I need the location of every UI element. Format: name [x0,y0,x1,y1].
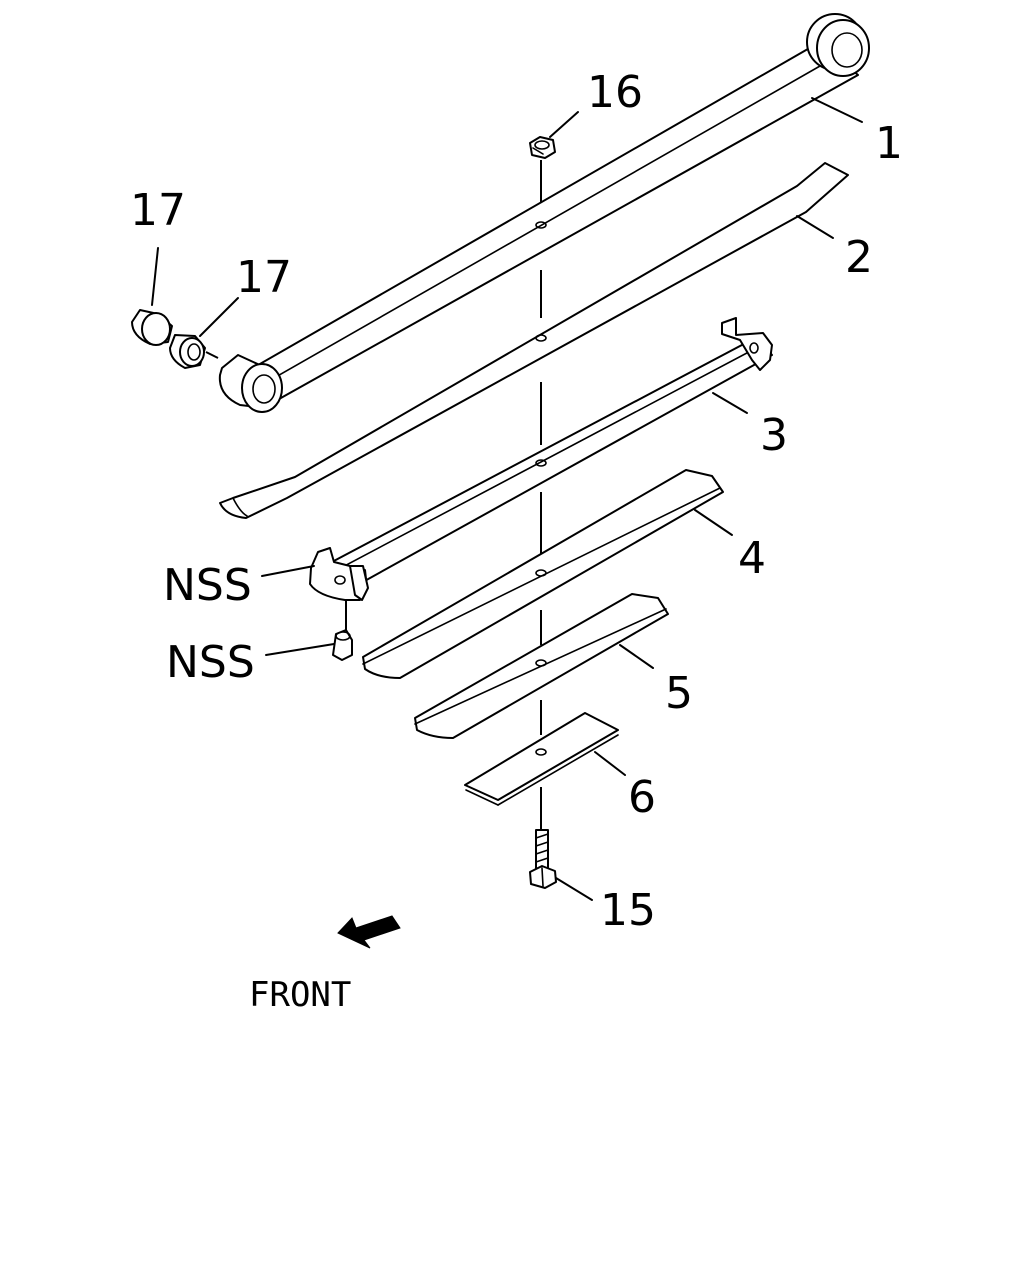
callout-5: 5 [665,668,693,719]
spacer-plate-part-6 [464,712,619,806]
callout-nss-clip: NSS [163,560,252,611]
callout-nss-pin: NSS [166,637,255,688]
fifth-leaf-part-5 [414,593,669,739]
fourth-leaf-part-4 [362,469,724,679]
nut-part-16 [529,136,556,159]
center-bolt-part-15 [529,829,557,889]
callout-17-outer: 17 [130,185,186,236]
callout-17-inner: 17 [236,252,292,303]
second-leaf-part-2 [219,162,849,519]
arrow-down-left-icon [337,915,401,949]
callout-1: 1 [875,118,903,169]
callout-3: 3 [760,410,788,461]
main-leaf-part-1 [218,13,870,413]
callout-15: 15 [600,885,656,936]
bushing-part-17-inner [169,334,219,369]
callout-16: 16 [587,67,643,118]
callout-4: 4 [738,533,766,584]
callout-2: 2 [845,232,873,283]
callout-6: 6 [628,772,656,823]
front-label: FRONT [249,975,351,1015]
third-leaf-part-3 [309,317,773,601]
center-pin-nss [332,629,353,661]
bushing-part-17-outer [131,309,173,346]
leader-lines [151,97,863,901]
